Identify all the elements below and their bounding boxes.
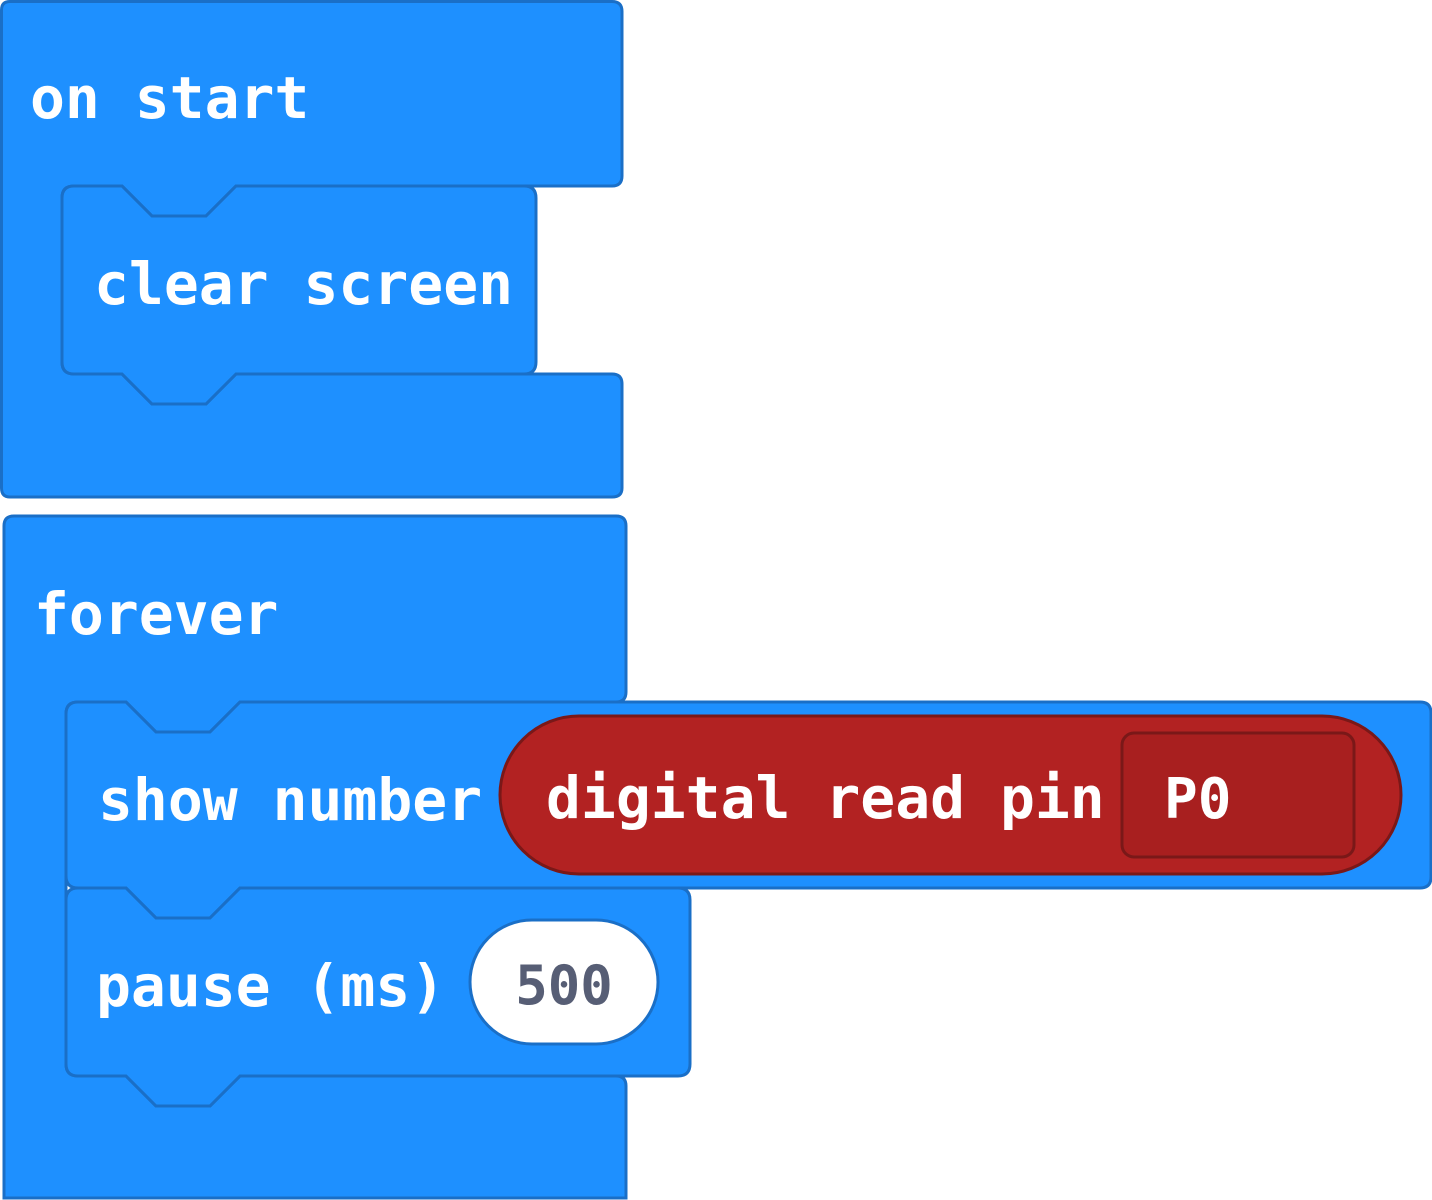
on-start-label: on start (30, 64, 309, 132)
clear-screen-block[interactable]: clear screen (60, 184, 538, 406)
show-number-block[interactable]: show number digital read pin P0 (64, 700, 1432, 920)
pause-label: pause (ms) (96, 952, 445, 1020)
pin-dropdown-value: P0 (1164, 767, 1231, 832)
digital-read-pin-label: digital read pin (546, 764, 1105, 832)
pin-dropdown[interactable]: P0 (1120, 731, 1356, 859)
pause-duration-oval[interactable] (468, 918, 660, 1046)
pause-duration-value[interactable]: 500 (515, 954, 613, 1017)
forever-label: forever (34, 580, 278, 648)
pin-dropdown-box[interactable] (1120, 731, 1356, 859)
pause-duration-field[interactable]: 500 (468, 918, 660, 1046)
clear-screen-block-shape[interactable] (60, 184, 538, 406)
pause-block[interactable]: pause (ms) 500 (64, 886, 692, 1108)
clear-screen-label: clear screen (94, 250, 513, 318)
show-number-label: show number (98, 766, 482, 834)
digital-read-pin-block[interactable]: digital read pin P0 (498, 714, 1403, 876)
